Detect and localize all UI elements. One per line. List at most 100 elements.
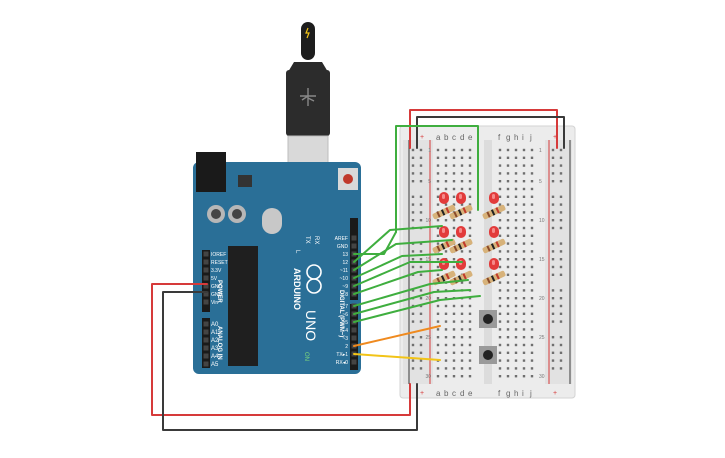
breadboard-hole	[522, 328, 526, 331]
resistor-band	[453, 245, 458, 252]
resistor-band	[457, 209, 463, 216]
breadboard-hole	[452, 343, 456, 347]
column-label: b	[444, 133, 449, 142]
column-label: i	[522, 133, 524, 142]
breadboard-hole	[506, 336, 510, 339]
breadboard-hole	[436, 367, 440, 370]
rail-hole	[551, 172, 555, 175]
power-pin	[203, 275, 209, 281]
rail-hole	[559, 336, 563, 339]
breadboard-hole	[436, 343, 440, 347]
resistor-band	[436, 245, 441, 252]
resistor-band	[436, 211, 441, 218]
digital-pin-label: RX◂0	[336, 360, 348, 366]
power-pin	[203, 299, 209, 305]
breadboard-hole	[530, 328, 534, 331]
breadboard-hole	[452, 328, 456, 331]
breadboard-hole	[506, 375, 510, 378]
rail-hole	[551, 242, 555, 245]
row-number: 1	[539, 148, 542, 154]
breadboard-hole	[460, 359, 464, 362]
breadboard-hole	[468, 304, 472, 308]
breadboard-hole	[498, 172, 502, 175]
digital-pin-label: 2	[345, 344, 348, 350]
breadboard-hole	[436, 219, 440, 222]
breadboard-hole	[530, 375, 534, 378]
wire-5v-red	[151, 283, 411, 416]
breadboard-hole	[530, 203, 534, 206]
digital-pin	[351, 243, 357, 249]
rail-hole	[411, 219, 415, 222]
breadboard-hole	[444, 164, 448, 167]
breadboard-hole	[452, 180, 456, 183]
breadboard-hole	[452, 226, 456, 230]
rail-hole	[559, 226, 563, 230]
pushbutton-1[interactable]	[479, 310, 497, 328]
rail-hole	[559, 172, 563, 175]
rail-hole	[419, 359, 423, 362]
analog-pin-label: A5	[211, 362, 219, 368]
resistor	[482, 204, 506, 220]
rail-hole	[551, 226, 555, 230]
rail-hole	[559, 250, 563, 253]
led-highlight	[492, 194, 495, 199]
digital-pin-label: ~3	[342, 336, 348, 342]
breadboard-hole	[522, 242, 526, 245]
digital-pin-label: 13	[342, 252, 348, 258]
led-highlight	[492, 228, 495, 233]
arduino-pin-labels: IOREFRESET3.3V5VGNDGNDVinA0A1A2A3A4A5ARE…	[211, 236, 348, 368]
breadboard-hole	[436, 336, 440, 339]
breadboard-hole	[514, 289, 518, 292]
column-label: c	[452, 389, 456, 398]
rail-hole	[411, 320, 415, 323]
column-label: f	[498, 133, 501, 142]
wire-pin12	[353, 225, 443, 263]
pushbutton-2[interactable]	[479, 346, 497, 364]
breadboard-hole	[514, 304, 518, 308]
breadboard-hole	[530, 281, 534, 284]
breadboard-hole	[514, 273, 518, 276]
breadboard-hole	[452, 148, 456, 152]
breadboard-hole	[436, 375, 440, 378]
breadboard-hole	[498, 336, 502, 339]
breadboard-hole	[530, 187, 534, 191]
rail-hole	[419, 312, 423, 315]
breadboard-hole	[506, 265, 510, 269]
rail-hole	[419, 203, 423, 206]
breadboard-hole	[468, 343, 472, 347]
breadboard-hole	[452, 359, 456, 362]
breadboard-hole	[522, 375, 526, 378]
breadboard-hole	[514, 320, 518, 323]
breadboard-hole	[468, 172, 472, 175]
rail-hole	[551, 203, 555, 206]
breadboard-hole	[514, 375, 518, 378]
breadboard-hole	[514, 203, 518, 206]
breadboard-hole	[514, 258, 518, 261]
digital-pin-label: 12	[342, 260, 348, 266]
breadboard-hole	[498, 258, 502, 261]
breadboard-hole	[506, 289, 510, 292]
column-label: b	[444, 389, 449, 398]
rail-hole	[419, 351, 423, 354]
breadboard-hole	[506, 211, 510, 214]
breadboard-hole	[452, 219, 456, 222]
breadboard-hole	[522, 265, 526, 269]
breadboard-hole	[444, 203, 448, 206]
rail-hole	[551, 289, 555, 292]
breadboard-hole	[444, 375, 448, 378]
breadboard-hole	[514, 351, 518, 354]
breadboard-hole	[452, 336, 456, 339]
row-number: 5	[539, 179, 542, 185]
power-pin-label: 5V	[211, 276, 218, 282]
digital-pin	[351, 327, 357, 333]
rail-hole	[411, 211, 415, 214]
rail-hole	[419, 297, 423, 300]
breadboard-hole	[498, 226, 502, 230]
rail-hole	[551, 297, 555, 300]
led-resistor-array	[432, 192, 506, 286]
rail-hole	[559, 180, 563, 183]
breadboard-hole	[498, 187, 502, 191]
rail-hole	[419, 242, 423, 245]
breadboard-hole	[468, 359, 472, 362]
breadboard-hole	[506, 359, 510, 362]
